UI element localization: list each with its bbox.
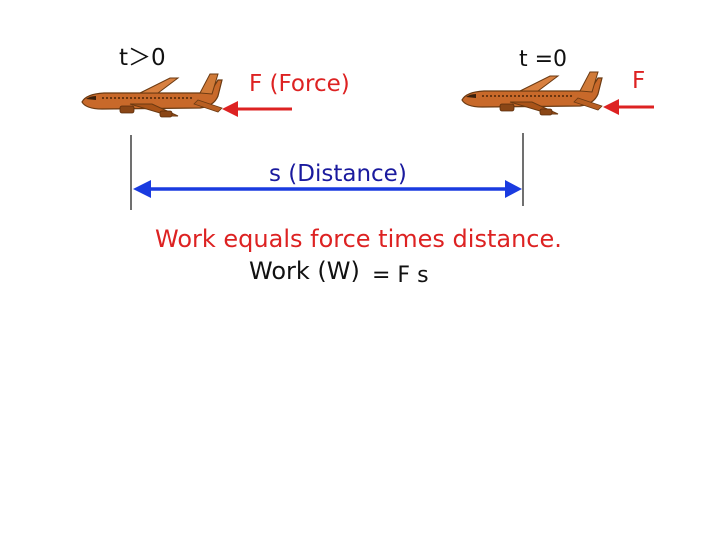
formula-left-side: Work (W) [249,259,360,283]
force-arrow [222,101,292,117]
airplane-icon [462,72,602,115]
force-right-label: F [632,70,645,93]
force-label: F (Force) [249,73,350,96]
formula-right-side: = F s [372,265,429,287]
time-zero-label: t =0 [519,49,567,71]
work-definition-sentence: Work equals force times distance. [155,227,562,251]
time-later-label: t＞0 [119,47,166,70]
distance-label: s (Distance) [269,163,407,186]
force-arrow-right [603,99,654,115]
airplane-icon [82,74,222,117]
